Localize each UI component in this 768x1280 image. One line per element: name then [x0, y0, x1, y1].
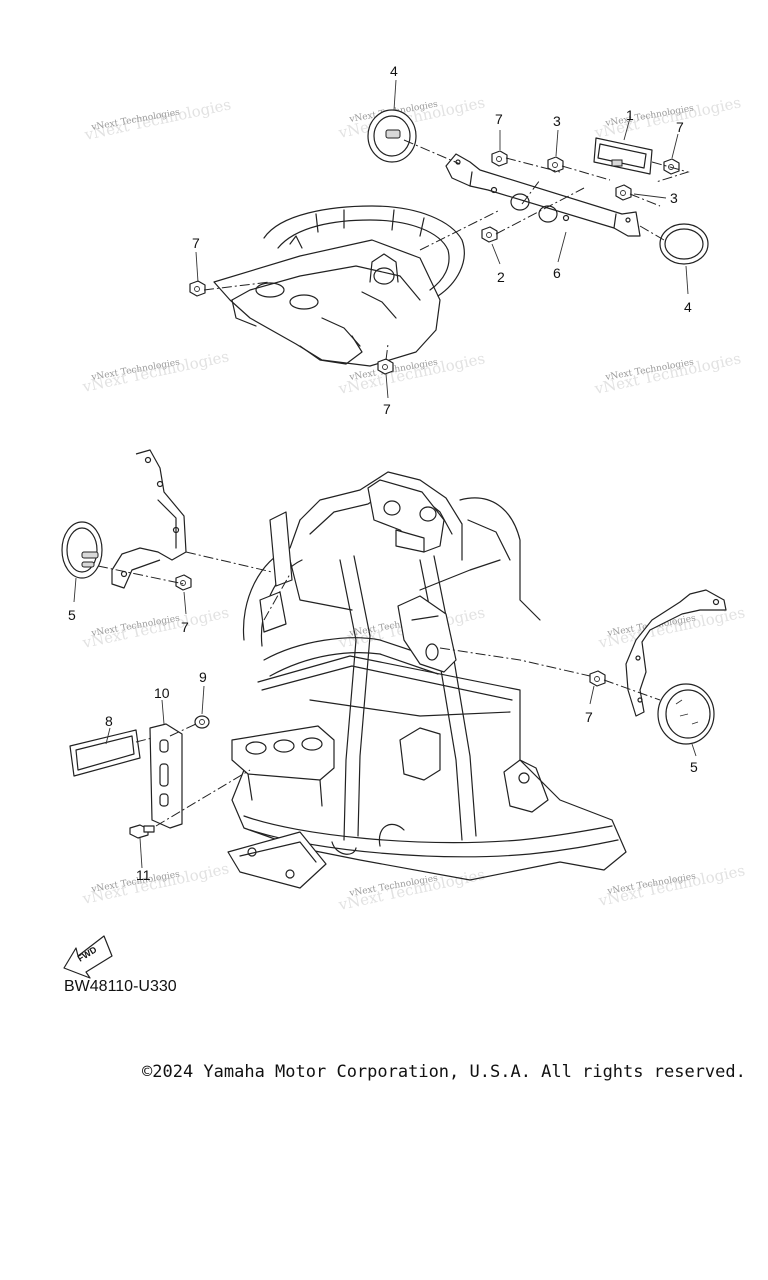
callout-5-left: 5 — [68, 607, 76, 623]
watermark-7: vNext Technologies vNext Technologies — [80, 603, 230, 652]
hardware-bottom — [129, 574, 606, 839]
callout-9: 9 — [199, 669, 207, 685]
reflector-stay — [149, 723, 183, 829]
main-frame — [227, 471, 627, 889]
assembly-lines-top — [203, 139, 690, 361]
callout-5-right: 5 — [690, 759, 698, 775]
watermark-1: vNext Technologies vNext Technologies — [82, 95, 232, 144]
callout-7-c: 7 — [192, 235, 200, 251]
assembly-lines-bottom — [97, 551, 661, 827]
callout-4-upper: 4 — [390, 63, 398, 79]
callouts-top: 4 7 3 1 7 3 4 6 2 7 7 — [192, 63, 692, 417]
callout-2: 2 — [497, 269, 505, 285]
watermark-3: vNext Technologies vNext Technologies — [592, 93, 742, 142]
callout-11: 11 — [136, 867, 151, 883]
top-assembly: 4 7 3 1 7 3 4 6 2 7 7 — [189, 63, 709, 417]
round-reflector-left — [61, 521, 103, 579]
callout-4-right: 4 — [684, 299, 692, 315]
round-reflector-upper — [367, 109, 417, 163]
callout-7-d: 7 — [383, 401, 391, 417]
callout-1: 1 — [626, 107, 634, 123]
watermark-12: vNext Technologies vNext Technologies — [596, 861, 746, 910]
callout-8: 8 — [105, 713, 113, 729]
rectangular-reflector-lower — [69, 729, 141, 777]
callout-7-e: 7 — [181, 619, 189, 635]
callouts-bottom: 5 7 7 5 9 10 8 11 — [68, 577, 698, 883]
callout-7-a: 7 — [495, 111, 503, 127]
left-reflector-bracket — [111, 449, 187, 589]
diagram-code: BW48110-U330 — [64, 978, 177, 995]
callout-7-b: 7 — [676, 119, 684, 135]
round-reflector-right-lower — [657, 683, 715, 745]
watermark-6: vNext Technologies vNext Technologies — [592, 349, 742, 398]
watermark-4: vNext Technologies vNext Technologies — [80, 347, 230, 396]
callout-7-f: 7 — [585, 709, 593, 725]
round-reflector-right — [659, 223, 709, 265]
callout-3-a: 3 — [553, 113, 561, 129]
reflector-bracket — [445, 153, 641, 237]
watermark-11: vNext Technologies vNext Technologies — [336, 865, 486, 914]
watermark-10: vNext Technologies vNext Technologies — [80, 859, 230, 908]
callout-3-b: 3 — [670, 190, 678, 206]
copyright-notice: ©2024 Yamaha Motor Corporation, U.S.A. A… — [142, 1062, 746, 1082]
callout-10: 10 — [154, 685, 170, 701]
hardware-top — [189, 150, 680, 375]
bottom-assembly: FWD 5 7 7 5 9 10 8 — [61, 449, 727, 979]
rear-frame — [213, 205, 465, 367]
callout-6: 6 — [553, 265, 561, 281]
rectangular-reflector-top — [593, 137, 653, 175]
fwd-arrow-icon: FWD — [63, 935, 113, 979]
watermark-5: vNext Technologies vNext Technologies — [336, 349, 486, 398]
right-reflector-bracket — [625, 589, 727, 717]
